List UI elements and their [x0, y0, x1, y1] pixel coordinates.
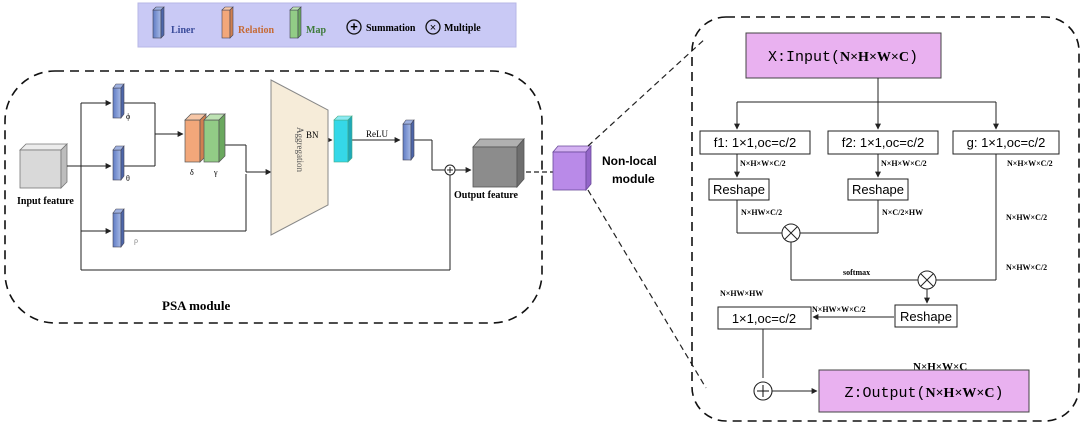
nonlocal-output-text: Z:Output(N×H×W×C) — [844, 385, 1003, 402]
hwhw-label: N×HW×HW — [720, 289, 763, 298]
f1-label: f1: 1×1,oc=c/2 — [714, 135, 796, 150]
input-feature-label: Input feature — [17, 196, 74, 207]
psa-module: Input feature — [4, 70, 543, 324]
psa-module-title: PSA module — [162, 298, 230, 313]
legend-liner-label: Liner — [171, 25, 195, 36]
g-label: g: 1×1,oc=c/2 — [967, 135, 1046, 150]
psa-module-border — [4, 70, 543, 324]
multiple-icon — [425, 19, 441, 35]
reshape1-box — [708, 178, 770, 201]
nonlocal-cube — [552, 144, 592, 192]
legend-summation-symbol: + — [350, 19, 358, 34]
nonlocal-label-line1: Non-local — [602, 154, 657, 168]
nonlocal-module: X:Input(N×H×W×C) f1: 1×1,oc=c — [691, 16, 1080, 422]
bn-label: BN — [306, 130, 319, 140]
relu-liner-block — [402, 119, 415, 161]
reshape3-dims: N×HW×W×C/2 — [812, 305, 866, 314]
gamma-label: γ — [213, 168, 218, 177]
legend-multiple-symbol: × — [430, 22, 436, 34]
g-dims: N×H×W×C/2 — [1007, 159, 1053, 168]
delta-label: δ — [190, 168, 194, 177]
rho-label: ρ — [134, 236, 138, 245]
f1-dims: N×H×W×C/2 — [740, 159, 786, 168]
reshape3-label: Reshape — [900, 309, 952, 324]
relu-label: ReLU — [366, 129, 388, 139]
reshape1-dims: N×HW×C/2 — [741, 208, 782, 217]
legend: Liner Relation Map + Summation × Multipl… — [137, 2, 517, 48]
map-block — [203, 113, 226, 163]
f2-dims: N×H×W×C/2 — [881, 159, 927, 168]
reshape2-dims: N×C/2×HW — [882, 208, 923, 217]
g-box — [952, 130, 1060, 155]
reshape2-box — [847, 178, 909, 201]
legend-multiple-label: Multiple — [444, 23, 481, 34]
legend-relation-label: Relation — [238, 25, 275, 36]
f1-box — [699, 130, 811, 155]
nonlocal-module-border — [691, 16, 1080, 422]
relation-block — [184, 113, 207, 163]
nonlocal-output-box — [818, 369, 1030, 413]
zoom-line-bottom — [587, 189, 707, 389]
reshape3-box — [894, 304, 958, 328]
g-dims3: N×HW×C/2 — [1006, 263, 1047, 272]
legend-relation-icon — [221, 6, 234, 39]
summation-icon — [346, 19, 362, 35]
theta-label: θ — [126, 174, 130, 183]
input-feature-cube — [19, 143, 68, 189]
conv-out-box — [717, 306, 812, 330]
output-feature-cube — [472, 137, 525, 189]
conv-out-label: 1×1,oc=c/2 — [732, 311, 796, 326]
f2-box — [827, 130, 939, 155]
reshape2-label: Reshape — [852, 182, 904, 197]
nonlocal-input-text: X:Input(N×H×W×C) — [768, 49, 918, 66]
legend-liner-icon — [152, 6, 165, 39]
phi-liner-block — [112, 83, 125, 119]
theta-liner-block — [112, 145, 125, 181]
aggregation-block — [270, 79, 329, 236]
f2-label: f2: 1×1,oc=c/2 — [842, 135, 924, 150]
psa-connectors — [67, 100, 472, 271]
nonlocal-connectors — [734, 78, 999, 394]
reshape1-label: Reshape — [713, 182, 765, 197]
bn-block — [333, 115, 353, 163]
g-dims2: N×HW×C/2 — [1006, 213, 1047, 222]
nonlocal-input-box — [745, 32, 942, 79]
aggregation-label: Aggregation — [295, 127, 305, 172]
output-feature-label: Output feature — [454, 190, 519, 201]
zoom-line-top — [587, 37, 707, 147]
legend-map-label: Map — [306, 25, 326, 36]
nonlocal-label-line2: module — [612, 172, 655, 186]
legend-summation-label: Summation — [366, 23, 416, 34]
phi-label: ϕ — [126, 112, 130, 121]
legend-map-icon — [289, 6, 302, 39]
rho-liner-block — [112, 208, 125, 248]
legend-background — [137, 2, 517, 48]
softmax-label: softmax — [843, 268, 870, 277]
